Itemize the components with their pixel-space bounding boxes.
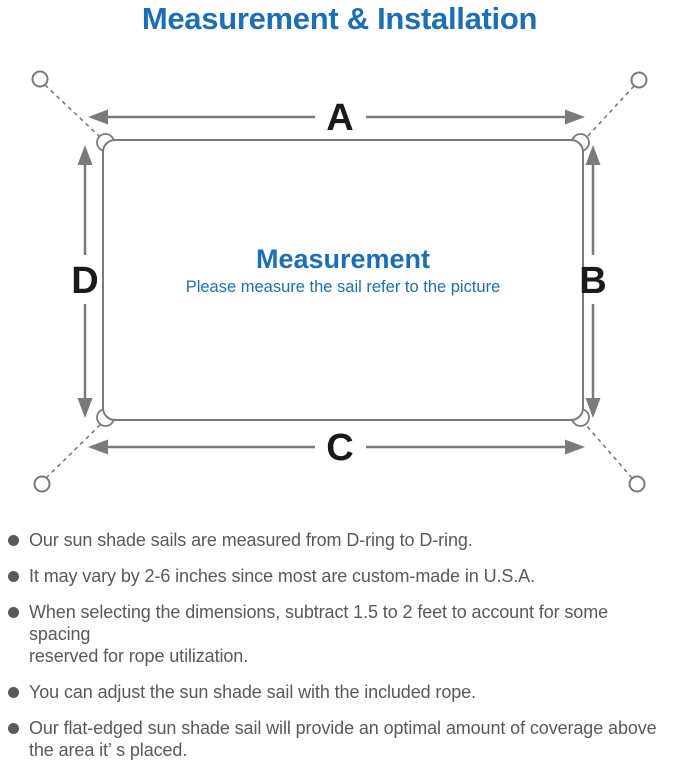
dimension-arrow-left [77, 145, 93, 418]
page-title: Measurement & Installation [141, 1, 538, 36]
arrowhead-right-icon [565, 109, 585, 125]
sail-measurement-diagram: A B C D Measurement Please measure the s… [31, 70, 648, 493]
note-text: When selecting the dimensions, subtract … [29, 602, 609, 666]
dimension-arrow-right [585, 145, 601, 418]
arrowhead-right-icon [565, 439, 585, 455]
arrowhead-up-icon [585, 145, 601, 165]
dimension-label-b: B [579, 260, 606, 302]
rope-line-bottom-right [585, 424, 633, 479]
arrowhead-left-icon [88, 109, 108, 125]
list-item: Our sun shade sails are measured from D-… [8, 529, 674, 551]
list-item: When selecting the dimensions, subtract … [8, 601, 674, 667]
anchor-circle-top-right [630, 71, 648, 89]
arrowhead-down-icon [77, 398, 93, 418]
arrowhead-left-icon [88, 439, 108, 455]
dimension-arrow-bottom [88, 439, 585, 455]
rope-line-top-right [586, 85, 635, 138]
rope-line-bottom-left [45, 424, 101, 479]
note-text: Our flat-edged sun shade sail will provi… [29, 718, 657, 760]
note-text: Our sun shade sails are measured from D-… [29, 530, 473, 550]
dimension-arrow-top [88, 109, 585, 125]
anchor-circle-top-left [31, 70, 49, 88]
list-item: It may vary by 2-6 inches since most are… [8, 565, 674, 587]
notes-list: Our sun shade sails are measured from D-… [8, 529, 674, 775]
diagram-center-subtitle: Please measure the sail refer to the pic… [186, 278, 501, 296]
list-item: Our flat-edged sun shade sail will provi… [8, 717, 674, 761]
note-text: You can adjust the sun shade sail with t… [29, 682, 476, 702]
dimension-label-c: C [326, 427, 353, 469]
note-text: It may vary by 2-6 inches since most are… [29, 566, 535, 586]
arrowhead-up-icon [77, 145, 93, 165]
rope-line-top-left [44, 84, 101, 138]
anchor-circle-bottom-left [33, 475, 51, 493]
list-item: You can adjust the sun shade sail with t… [8, 681, 674, 703]
anchor-circle-bottom-right [628, 475, 646, 493]
dimension-label-d: D [71, 260, 98, 302]
bullet-icon [8, 535, 19, 546]
bullet-icon [8, 571, 19, 582]
bullet-icon [8, 723, 19, 734]
diagram-center-title: Measurement [256, 244, 430, 274]
bullet-icon [8, 607, 19, 618]
dimension-label-a: A [326, 97, 353, 139]
bullet-icon [8, 687, 19, 698]
arrowhead-down-icon [585, 398, 601, 418]
sail-outline [102, 139, 584, 421]
